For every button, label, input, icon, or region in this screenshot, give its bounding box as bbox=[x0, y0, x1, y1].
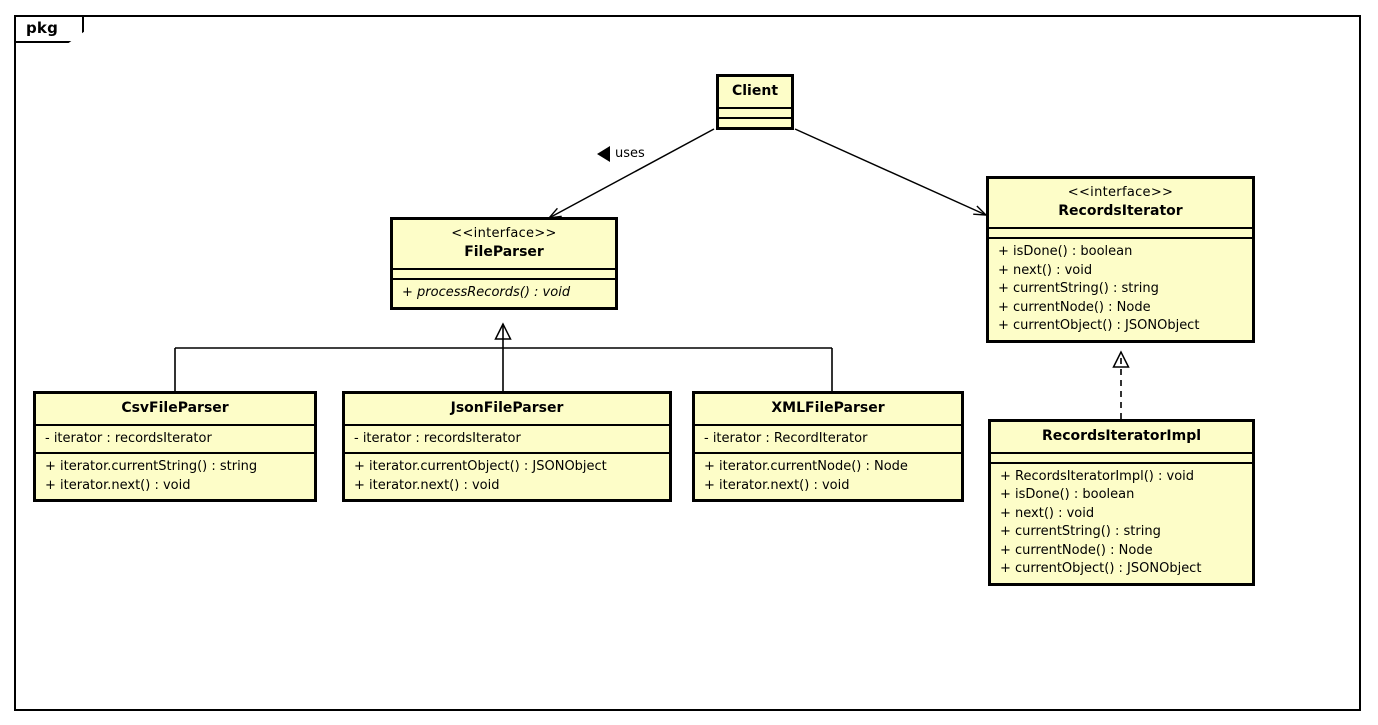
class-member: + currentObject() : JSONObject bbox=[1000, 561, 1202, 577]
class-attributes-recordsiteratorimpl bbox=[991, 451, 1252, 462]
class-attributes-jsonfileparser: - iterator : recordsIterator bbox=[345, 423, 669, 452]
class-member: + iterator.currentObject() : JSONObject bbox=[354, 459, 607, 475]
class-header-fileparser: <<interface>> FileParser bbox=[393, 220, 615, 268]
class-header-jsonfileparser: JsonFileParser bbox=[345, 394, 669, 424]
class-member: + isDone() : boolean bbox=[1000, 487, 1135, 503]
class-attributes-client bbox=[719, 106, 791, 117]
class-box-csvfileparser[interactable]: CsvFileParser - iterator : recordsIterat… bbox=[33, 391, 317, 503]
class-member: + currentString() : string bbox=[1000, 524, 1161, 540]
class-attributes-csvfileparser: - iterator : recordsIterator bbox=[36, 423, 314, 452]
relationship-label-uses: uses bbox=[615, 146, 645, 161]
package-frame bbox=[14, 15, 1361, 711]
class-box-recordsiteratorimpl[interactable]: RecordsIteratorImpl + RecordsIteratorImp… bbox=[988, 419, 1255, 586]
package-label: pkg bbox=[26, 19, 59, 37]
class-member: + currentString() : string bbox=[998, 281, 1159, 297]
class-header-client: Client bbox=[719, 77, 791, 107]
class-name-recordsiterator: RecordsIterator bbox=[1058, 203, 1183, 220]
class-name-jsonfileparser: JsonFileParser bbox=[450, 400, 564, 416]
class-member: + processRecords() : void bbox=[402, 285, 571, 301]
class-member: + isDone() : boolean bbox=[998, 244, 1133, 260]
class-stereotype-fileparser: <<interface>> bbox=[451, 226, 557, 241]
class-attributes-fileparser bbox=[393, 268, 615, 278]
class-member: + RecordsIteratorImpl() : void bbox=[1000, 468, 1195, 484]
class-methods-client bbox=[719, 116, 791, 127]
class-attributes-xmlfileparser: - iterator : RecordIterator bbox=[695, 423, 961, 452]
class-header-xmlfileparser: XMLFileParser bbox=[695, 394, 961, 424]
class-member: + next() : void bbox=[1000, 505, 1095, 521]
class-stereotype-recordsiterator: <<interface>> bbox=[1067, 185, 1174, 200]
class-name-xmlfileparser: XMLFileParser bbox=[771, 400, 885, 416]
class-member: - iterator : recordsIterator bbox=[45, 430, 212, 446]
class-methods-recordsiteratorimpl: + RecordsIteratorImpl() : void + isDone(… bbox=[991, 461, 1252, 583]
class-methods-csvfileparser: + iterator.currentString() : string + it… bbox=[36, 452, 314, 499]
class-member: + currentNode() : Node bbox=[998, 299, 1151, 315]
class-name-client: Client bbox=[731, 83, 779, 99]
class-box-jsonfileparser[interactable]: JsonFileParser - iterator : recordsItera… bbox=[342, 391, 672, 503]
class-member: + iterator.next() : void bbox=[354, 477, 500, 493]
class-member: + iterator.next() : void bbox=[45, 477, 191, 493]
class-member: + next() : void bbox=[998, 262, 1093, 278]
class-member: + iterator.currentString() : string bbox=[45, 459, 258, 475]
class-methods-jsonfileparser: + iterator.currentObject() : JSONObject … bbox=[345, 452, 669, 499]
class-header-csvfileparser: CsvFileParser bbox=[36, 394, 314, 424]
class-attributes-recordsiterator bbox=[989, 227, 1252, 237]
class-name-recordsiteratorimpl: RecordsIteratorImpl bbox=[1041, 428, 1202, 444]
class-box-client[interactable]: Client bbox=[716, 74, 794, 130]
class-methods-fileparser: + processRecords() : void bbox=[393, 278, 615, 306]
class-methods-xmlfileparser: + iterator.currentNode() : Node + iterat… bbox=[695, 452, 961, 499]
class-box-fileparser[interactable]: <<interface>> FileParser + processRecord… bbox=[390, 217, 618, 310]
class-member: + iterator.next() : void bbox=[704, 477, 850, 493]
class-methods-recordsiterator: + isDone() : boolean + next() : void + c… bbox=[989, 237, 1252, 339]
class-member: + currentObject() : JSONObject bbox=[998, 318, 1200, 334]
class-member: + iterator.currentNode() : Node bbox=[704, 459, 908, 475]
class-member: - iterator : RecordIterator bbox=[704, 430, 868, 446]
class-box-xmlfileparser[interactable]: XMLFileParser - iterator : RecordIterato… bbox=[692, 391, 964, 503]
class-box-recordsiterator[interactable]: <<interface>> RecordsIterator + isDone()… bbox=[986, 176, 1255, 343]
class-name-fileparser: FileParser bbox=[464, 244, 544, 261]
class-name-csvfileparser: CsvFileParser bbox=[121, 400, 229, 416]
class-header-recordsiterator: <<interface>> RecordsIterator bbox=[989, 179, 1252, 227]
uses-arrow-marker bbox=[597, 146, 610, 162]
class-header-recordsiteratorimpl: RecordsIteratorImpl bbox=[991, 422, 1252, 452]
class-member: + currentNode() : Node bbox=[1000, 542, 1153, 558]
class-member: - iterator : recordsIterator bbox=[354, 430, 521, 446]
